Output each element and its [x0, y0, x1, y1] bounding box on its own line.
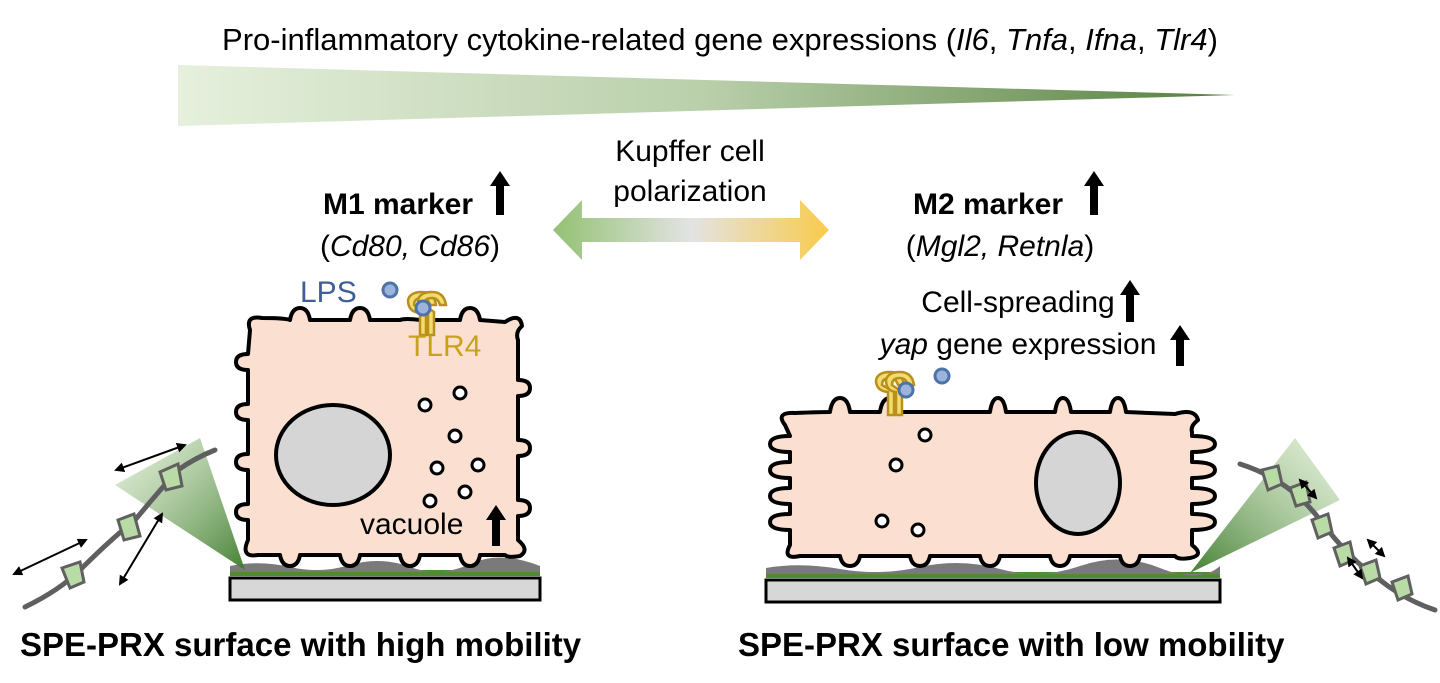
- footer-low-mobility: SPE-PRX surface with low mobility: [738, 626, 1285, 663]
- spreading-up-arrow-icon: [1120, 280, 1140, 322]
- m2-gene-list: Mgl2, Retnla: [915, 230, 1085, 263]
- m1-nucleus: [274, 403, 392, 507]
- title-prefix: Pro-inflammatory cytokine-related gene e…: [222, 22, 957, 57]
- right-zoom-beam: [1190, 438, 1340, 573]
- yap-gene: yap: [879, 328, 928, 361]
- left-mobility-arrows: [12, 443, 187, 586]
- right-mobility-arrows: [1298, 478, 1386, 580]
- trend-up-arrows: [486, 171, 1190, 546]
- tlr4-label: TLR4: [408, 330, 482, 363]
- m1-kupffer-cell: [234, 306, 532, 568]
- gene-il6: Il6: [956, 22, 989, 57]
- gene-tlr4: Tlr4: [1154, 22, 1208, 57]
- left-zoom-beam: [115, 438, 245, 570]
- lps-bound-right: [897, 381, 915, 399]
- m2-kupffer-cell: [768, 396, 1217, 568]
- m1-marker-title: M1 marker: [322, 188, 474, 221]
- m2-nucleus: [1034, 430, 1122, 536]
- title-suffix: ): [1207, 22, 1218, 57]
- lps-label: LPS: [300, 276, 357, 309]
- expression-gradient-wedge: [178, 65, 1235, 126]
- left-polymer-brush: [230, 557, 540, 572]
- m2-marker-title: M2 marker: [912, 188, 1064, 221]
- lps-particle-right: [933, 367, 951, 385]
- m2-marker-block: M2 marker (Mgl2, Retnla): [840, 184, 1160, 268]
- m1-vacuoles: [417, 385, 486, 509]
- right-substrate: [764, 578, 1222, 604]
- yap-expression-label: yap gene expression: [820, 324, 1240, 366]
- polarization-label: Kupffer cell polarization: [560, 132, 820, 212]
- vacuole-up-arrow-icon: [486, 505, 506, 546]
- gene-ifna: Ifna: [1085, 22, 1137, 57]
- right-immobile-polymer-chain: [1237, 461, 1438, 613]
- polarization-line2: polarization: [613, 175, 767, 208]
- vacuole-label: vacuole: [360, 508, 464, 541]
- polarization-line1: Kupffer cell: [615, 135, 765, 168]
- m2-up-arrow-icon: [1084, 171, 1104, 215]
- footer-high-mobility: SPE-PRX surface with high mobility: [20, 626, 582, 663]
- yap-up-arrow-icon: [1170, 325, 1190, 366]
- left-surface-layer: [230, 570, 540, 576]
- m1-marker-block: M1 marker (Cd80, Cd86): [260, 184, 560, 268]
- m2-phenotype-block: Cell-spreading yap gene expression: [820, 282, 1240, 366]
- left-substrate: [228, 576, 542, 602]
- lps-bound-left: [414, 299, 432, 317]
- m1-up-arrow-icon: [490, 171, 510, 215]
- polarization-double-arrow: [553, 200, 829, 260]
- right-surface-layer: [766, 572, 1220, 578]
- m2-paren-open: (: [905, 230, 916, 263]
- m1-paren-open: (: [319, 230, 330, 263]
- gene-tnfa: Tnfa: [1006, 22, 1069, 57]
- lps-particle-left: [381, 281, 399, 299]
- m2-vacuoles: [874, 427, 933, 538]
- yap-rest: gene expression: [927, 328, 1157, 361]
- m1-marker-genes: (Cd80, Cd86): [260, 226, 560, 268]
- m2-paren-close: ): [1084, 230, 1095, 263]
- expression-title: Pro-inflammatory cytokine-related gene e…: [222, 22, 1218, 57]
- m1-paren-close: ): [490, 230, 501, 263]
- m1-gene-list: Cd80, Cd86: [329, 230, 491, 263]
- m2-marker-genes: (Mgl2, Retnla): [840, 226, 1160, 268]
- cell-spreading-label: Cell-spreading: [921, 286, 1115, 319]
